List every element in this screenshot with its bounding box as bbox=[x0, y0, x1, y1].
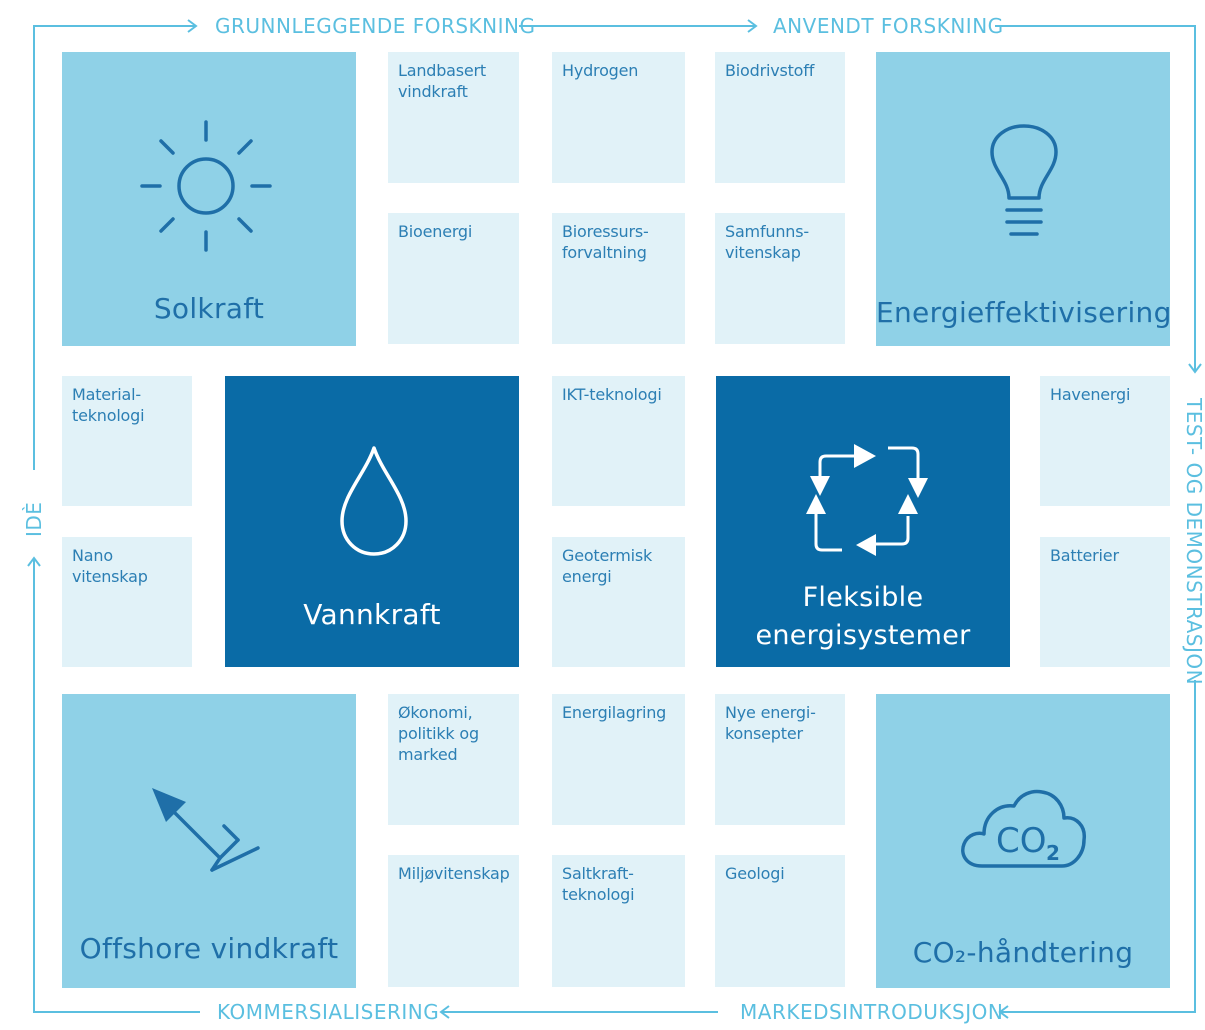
tile-batterier: Batterier bbox=[1040, 537, 1170, 667]
water-drop-icon bbox=[340, 446, 408, 556]
lightbulb-icon bbox=[990, 124, 1058, 236]
tile-bioressursforvaltning: Bioressurs- forvaltning bbox=[552, 213, 685, 344]
tile-hydrogen: Hydrogen bbox=[552, 52, 685, 183]
sun-icon bbox=[140, 120, 272, 252]
cycle-arrows-icon bbox=[806, 444, 928, 556]
co2-icon-subscript: 2 bbox=[1046, 841, 1060, 865]
tile-ikt-teknologi: IKT-teknologi bbox=[552, 376, 685, 506]
tile-miljovitenskap: Miljøvitenskap bbox=[388, 855, 519, 987]
tile-energieffektivisering: Energieffektivisering bbox=[876, 52, 1172, 346]
tile-title-fleksible-line2: energisystemer bbox=[755, 620, 971, 651]
flow-label-markedsintroduksjon: MARKEDSINTRODUKSJON bbox=[740, 1000, 1004, 1024]
tile-title-vannkraft: Vannkraft bbox=[303, 598, 441, 631]
tile-okonomi-politikk-marked: Økonomi, politikk og marked bbox=[388, 694, 519, 825]
tile-geologi: Geologi bbox=[715, 855, 845, 987]
flow-label-anvendt-forskning: ANVENDT FORSKNING bbox=[773, 14, 1004, 38]
tile-samfunnsvitenskap: Samfunns- vitenskap bbox=[715, 213, 845, 344]
flow-label-ide: IDÈ bbox=[22, 501, 46, 537]
tile-title-co2-handtering: CO₂-håndtering bbox=[912, 936, 1134, 969]
co2-cloud-icon: CO 2 bbox=[961, 789, 1086, 868]
tile-offshore-vindkraft: Offshore vindkraft bbox=[62, 694, 356, 988]
tile-vannkraft: Vannkraft bbox=[225, 376, 519, 667]
tile-title-solkraft: Solkraft bbox=[153, 292, 265, 325]
tile-energilagring: Energilagring bbox=[552, 694, 685, 825]
tile-co2-handtering: CO 2 CO₂-håndtering bbox=[876, 694, 1170, 988]
tile-nye-energikonsepter: Nye energi- konsepter bbox=[715, 694, 845, 825]
flow-label-grunnleggende-forskning: GRUNNLEGGENDE FORSKNING bbox=[215, 14, 536, 38]
tile-solkraft: Solkraft bbox=[62, 52, 356, 346]
tile-materialteknologi: Material- teknologi bbox=[62, 376, 192, 506]
flow-label-kommersialisering: KOMMERSIALISERING bbox=[217, 1000, 440, 1024]
tile-title-fleksible-line1: Fleksible bbox=[802, 582, 924, 613]
tile-nano-vitenskap: Nano vitenskap bbox=[62, 537, 192, 667]
tile-geotermisk-energi: Geotermisk energi bbox=[552, 537, 685, 667]
tile-biodrivstoff: Biodrivstoff bbox=[715, 52, 845, 183]
tile-saltkraftteknologi: Saltkraft- teknologi bbox=[552, 855, 685, 987]
tile-havenergi: Havenergi bbox=[1040, 376, 1170, 506]
tile-bioenergi: Bioenergi bbox=[388, 213, 519, 344]
tile-title-offshore-vindkraft: Offshore vindkraft bbox=[79, 932, 339, 965]
tile-title-energieffektivisering: Energieffektivisering bbox=[876, 296, 1172, 329]
flow-label-test-og-demonstrasjon: TEST- OG DEMONSTRASJON bbox=[1182, 398, 1205, 686]
co2-icon-text: CO bbox=[996, 821, 1047, 861]
tile-fleksible-energisystemer: Fleksible energisystemer bbox=[716, 376, 1010, 667]
tile-landbasert-vindkraft: Landbasert vindkraft bbox=[388, 52, 519, 183]
wind-turbine-icon bbox=[152, 788, 260, 872]
